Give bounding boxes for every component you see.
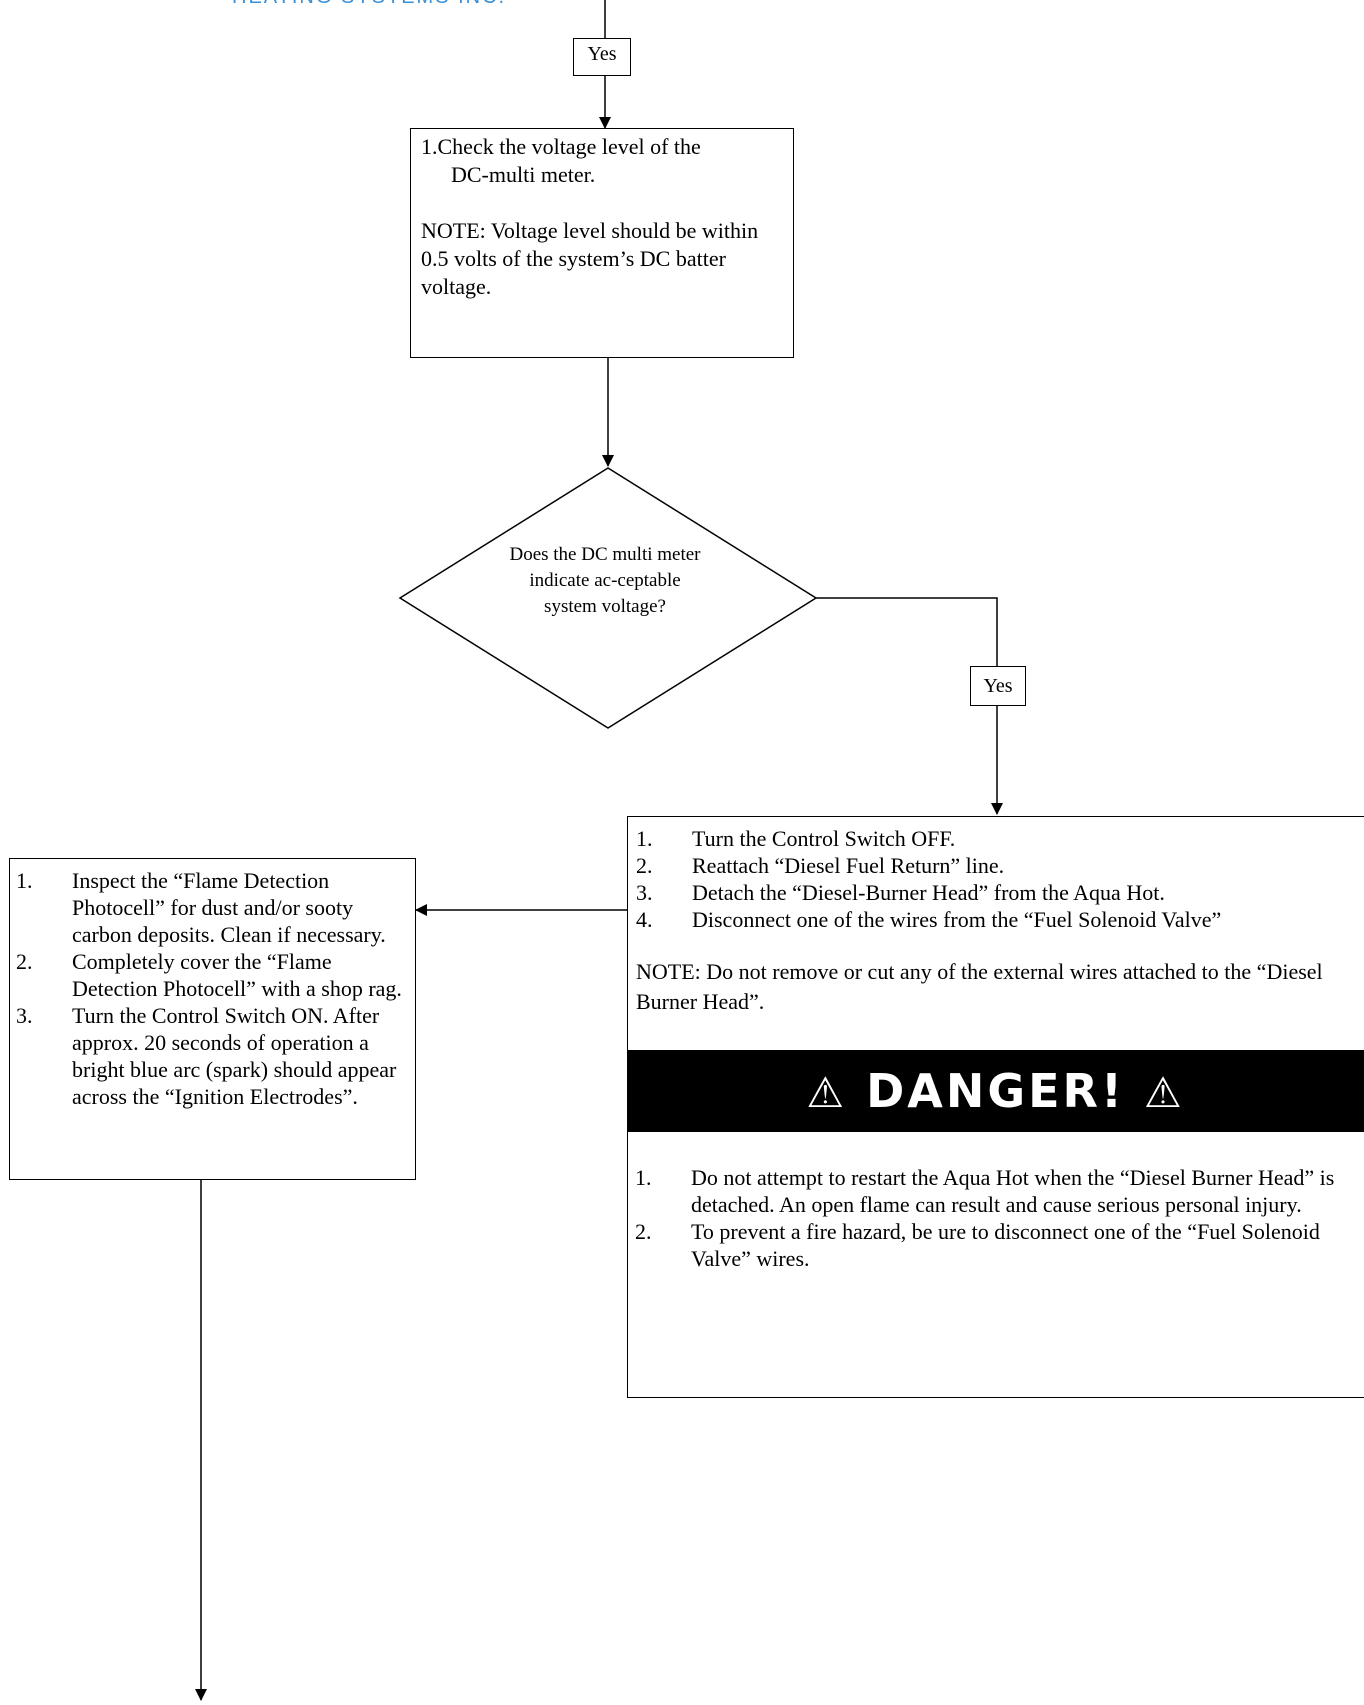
left-step-2: 2.Completely cover the “Flame Detection … — [16, 949, 402, 1001]
danger-steps-list: 1.Do not attempt to restart the Aqua Hot… — [635, 1164, 1360, 1272]
danger-banner: ⚠ DANGER! ⚠ — [627, 1050, 1364, 1132]
brand-header: HEATING SYSTEMS INC. — [232, 0, 506, 9]
danger-title: DANGER! — [866, 1064, 1125, 1118]
right-steps-list: 1.Turn the Control Switch OFF. 2.Reattac… — [636, 825, 1358, 933]
danger-step-1: 1.Do not attempt to restart the Aqua Hot… — [635, 1165, 1335, 1217]
right-step-4: 4.Disconnect one of the wires from the “… — [636, 907, 1222, 932]
check-voltage-line1: 1.Check the voltage level of the — [421, 134, 701, 159]
right-step-3: 3.Detach the “Diesel-Burner Head” from t… — [636, 880, 1165, 905]
yes-label-top: Yes — [573, 38, 631, 76]
decision-diamond — [398, 467, 818, 729]
check-voltage-note: NOTE: Voltage level should be within 0.5… — [421, 218, 759, 299]
right-step-2: 2.Reattach “Diesel Fuel Return” line. — [636, 853, 1005, 878]
check-voltage-line2: DC-multi meter. — [451, 162, 596, 187]
yes-label-right: Yes — [970, 666, 1026, 706]
warning-triangle-icon: ⚠ — [1143, 1068, 1185, 1117]
left-step-3: 3.Turn the Control Switch ON. After appr… — [16, 1003, 397, 1109]
danger-steps-container: 1.Do not attempt to restart the Aqua Hot… — [635, 1164, 1360, 1272]
right-box-note: NOTE: Do not remove or cut any of the ex… — [636, 959, 1323, 1014]
left-step-1: 1.Inspect the “Flame Detection Photocell… — [16, 868, 386, 947]
decision-question: Does the DC multi meter indicate ac-cept… — [509, 544, 701, 617]
warning-triangle-icon: ⚠ — [806, 1068, 848, 1117]
right-step-1: 1.Turn the Control Switch OFF. — [636, 826, 956, 851]
left-instructions-box: 1.Inspect the “Flame Detection Photocell… — [9, 858, 416, 1180]
connector-decision-right — [816, 597, 998, 666]
danger-step-2: 2.To prevent a fire hazard, be ure to di… — [635, 1219, 1320, 1271]
left-steps-list: 1.Inspect the “Flame Detection Photocell… — [16, 867, 409, 1110]
check-voltage-box: 1.Check the voltage level of the DC-mult… — [410, 128, 794, 358]
